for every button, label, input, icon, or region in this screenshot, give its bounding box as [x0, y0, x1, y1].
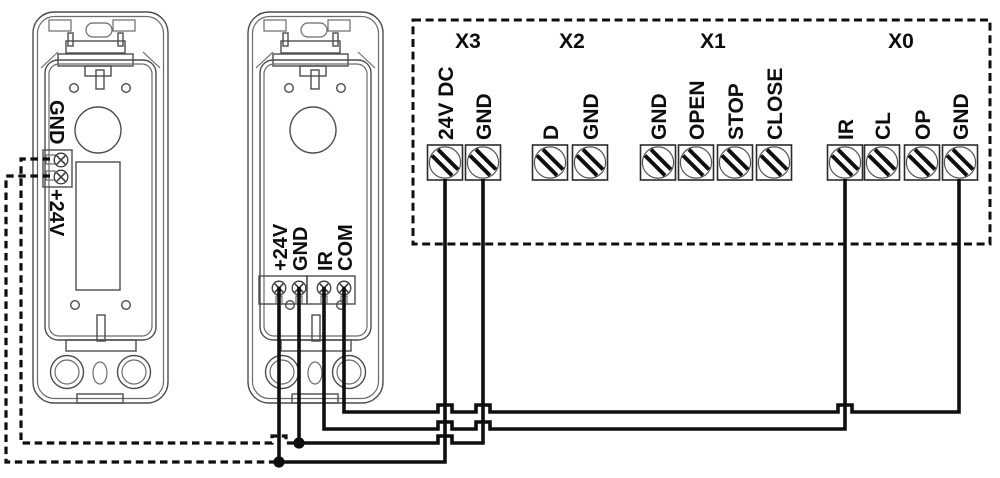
junction-24v: [273, 456, 285, 468]
terminal-x1-gnd: GND: [638, 93, 678, 182]
group-label-x3: X3: [455, 30, 481, 53]
photocell-transmitter: GND +24V: [32, 11, 169, 404]
terminal-x2-gnd: GND: [570, 93, 610, 182]
terminal-x1-close: CLOSE: [754, 68, 794, 182]
svg-text:IR: IR: [835, 119, 858, 140]
wire-rx-com-to-x0-gnd: [342, 179, 961, 414]
wiring: [4, 157, 961, 468]
svg-text:CLOSE: CLOSE: [764, 68, 787, 140]
terminal-x0-gnd: GND: [940, 93, 980, 182]
wire-rx-gnd-to-x3-gnd: [297, 179, 485, 445]
svg-text:24V DC: 24V DC: [435, 66, 458, 140]
transmitter-terminal-block: [42, 149, 73, 188]
svg-text:GND: GND: [580, 93, 603, 140]
terminal-x0-ir: IR: [825, 119, 865, 182]
svg-text:OP: OP: [912, 110, 935, 140]
svg-text:STOP: STOP: [725, 83, 748, 140]
wire-rx-24v-to-x3-24vdc: [277, 179, 447, 464]
wire-tx-gnd: [19, 157, 296, 445]
photocell-receiver: +24V GND IR COM: [247, 11, 384, 404]
svg-text:GND: GND: [648, 93, 671, 140]
group-label-x1: X1: [700, 30, 726, 53]
receiver-24v-label: +24V: [270, 223, 292, 271]
pcb-slot: [75, 161, 121, 291]
svg-text:GND: GND: [950, 93, 973, 140]
receiver-com-label: COM: [335, 224, 357, 271]
wire-rx-ir-to-x0-ir: [322, 179, 847, 431]
group-label-x2: X2: [559, 30, 585, 53]
terminal-x1-open: OPEN: [676, 80, 716, 182]
svg-text:CL: CL: [872, 112, 895, 140]
group-label-x0: X0: [888, 30, 914, 53]
terminal-x0-op: OP: [902, 110, 942, 182]
receiver-terminal-blocks: [258, 275, 356, 305]
receiver-ir-label: IR: [315, 250, 337, 271]
svg-text:GND: GND: [473, 93, 496, 140]
transmitter-gnd-label: GND: [45, 100, 67, 144]
terminal-x3-24vdc: 24V DC: [425, 66, 465, 182]
control-board-outline: [411, 18, 992, 246]
terminal-x1-stop: STOP: [715, 83, 755, 182]
transmitter-24v-label: +24V: [45, 189, 67, 237]
receiver-gnd-label: GND: [290, 227, 312, 271]
terminal-x3-gnd: GND: [463, 93, 503, 182]
svg-text:D: D: [540, 125, 563, 140]
junction-gnd: [293, 437, 305, 449]
control-board: X3 X2 X1 X0 24V DC GND D GND GND OPEN: [411, 18, 992, 246]
wire-tx-24v: [4, 174, 276, 464]
terminal-x2-d: D: [530, 125, 570, 182]
svg-text:OPEN: OPEN: [686, 80, 709, 140]
terminal-x0-cl: CL: [862, 112, 902, 182]
